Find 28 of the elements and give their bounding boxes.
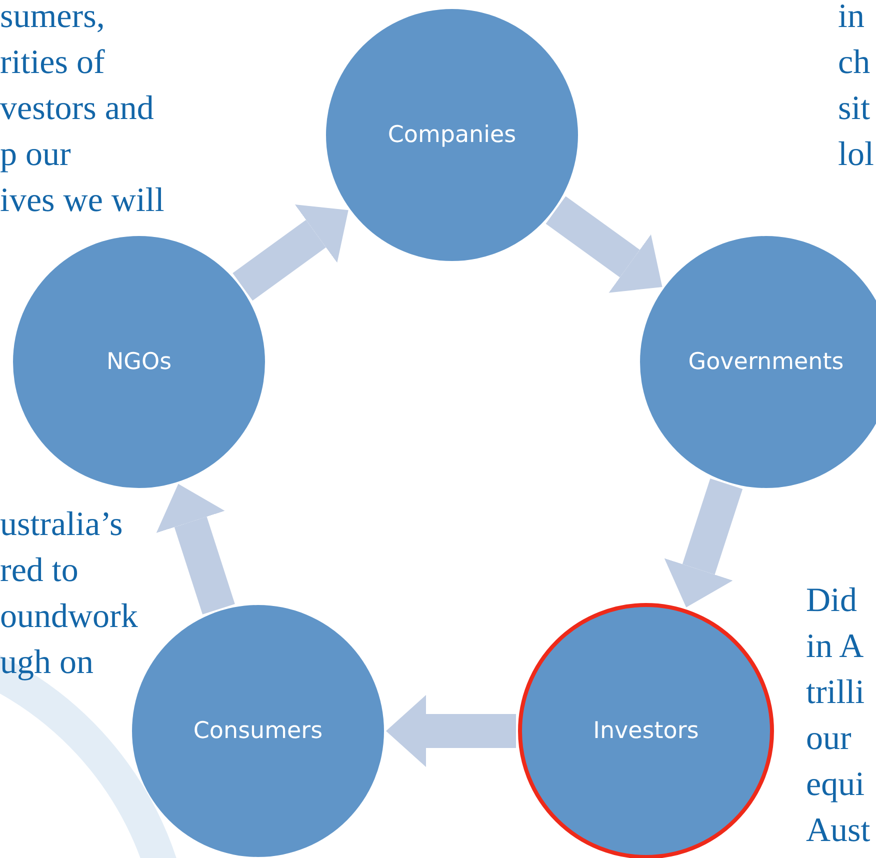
text-fragment: Aust [806, 811, 870, 851]
text-fragment: equi [806, 765, 865, 805]
text-fragment: lol [838, 135, 874, 175]
node-label: NGOs [106, 349, 172, 375]
text-fragment: red to [0, 551, 78, 591]
text-fragment: vestors and [0, 89, 154, 129]
text-fragment: sumers, [0, 0, 105, 37]
node-label: Companies [388, 122, 516, 148]
node-label: Governments [688, 349, 844, 375]
text-fragment: ives we will [0, 181, 164, 221]
block-arrow [232, 204, 348, 301]
text-fragment: rities of [0, 43, 105, 83]
node-label: Consumers [193, 718, 323, 744]
text-fragment: ch [838, 43, 870, 83]
text-fragment: p our [0, 135, 71, 175]
text-fragment: trilli [806, 673, 865, 713]
text-fragment: oundwork [0, 597, 138, 637]
block-arrow [546, 196, 662, 293]
text-fragment: sit [838, 89, 870, 129]
text-fragment: in A [806, 627, 864, 667]
text-fragment: our [806, 719, 852, 759]
text-fragment: in [838, 0, 864, 37]
node-label: Investors [593, 718, 699, 744]
block-arrow [664, 478, 743, 608]
block-arrow [386, 695, 516, 767]
text-fragment: ugh on [0, 643, 94, 683]
text-fragment: Did [806, 581, 857, 621]
text-fragment: ustralia’s [0, 505, 123, 545]
